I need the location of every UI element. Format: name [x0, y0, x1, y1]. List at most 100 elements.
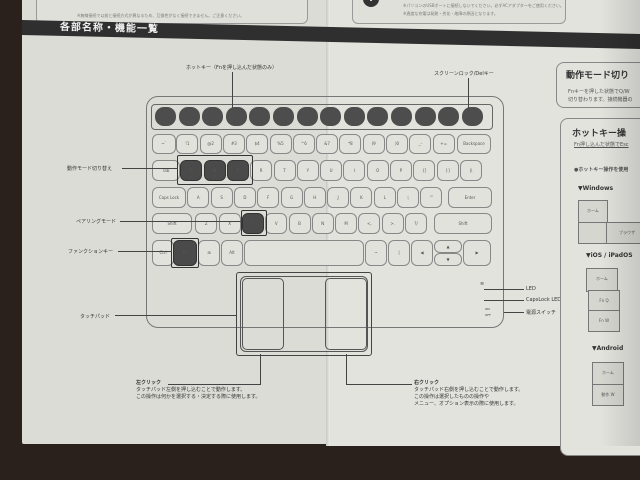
key: Y [296, 160, 319, 181]
hotkey [320, 107, 342, 126]
key: | [388, 240, 410, 266]
key: X [218, 213, 241, 234]
mode-switch-key: Q [180, 160, 203, 181]
power-off-label: OFF [485, 313, 491, 317]
left-click-title: 左クリック [136, 380, 162, 386]
key: K [350, 187, 373, 208]
desc-line: タッチパッド左側を押し込むことで動作します。 [136, 387, 246, 393]
touchpad-surface [240, 276, 368, 352]
hotkey-panel-bullet: ●ホットキー操作を使用 [574, 167, 629, 173]
top-notice-right: ! ※14を超えるACアダプターで充電しないでください。 ※パソコンのUSBポー… [352, 0, 566, 24]
key: N [311, 213, 334, 234]
key: )0 [386, 134, 408, 154]
mode-panel-text: 切り替わります。接続機器の [568, 97, 633, 103]
leader-line [346, 354, 347, 384]
key: "' [420, 187, 443, 208]
hotkey [438, 107, 460, 126]
leader-line [115, 315, 236, 316]
key: Enter [448, 187, 492, 208]
leader-line [122, 168, 178, 169]
mode-switch-frame [177, 155, 253, 185]
hotkey [155, 107, 176, 126]
hotkey-panel-title: ホットキー操 [572, 129, 627, 139]
key: _- [409, 134, 432, 154]
desc-line: この操作は何かを選択する・決定する際に使用します。 [136, 394, 261, 400]
callout-hotkey: ホットキー（Fnを押し込んだ状態のみ） [186, 65, 278, 71]
ios-cell: ホーム [586, 268, 618, 292]
key: B [288, 213, 311, 234]
left-click-desc: 左クリック タッチパッド左側を押し込むことで動作します。 この操作は何かを選択す… [136, 380, 261, 401]
key: U [320, 160, 343, 181]
callout-function-key: ファンクションキー [68, 249, 114, 255]
desc-line: メニュー、オプション表示の際に使用します。 [414, 401, 519, 407]
mode-switch-key: E [226, 160, 249, 181]
key: ◀ [411, 240, 433, 266]
leader-line [484, 300, 524, 301]
key: #3 [222, 134, 245, 154]
right-click-title: 右クリック [414, 380, 440, 386]
key: G [280, 187, 303, 208]
key: *8 [339, 134, 362, 154]
touchpad-right-click [325, 278, 367, 350]
leader-line [120, 221, 242, 222]
key: += [432, 134, 455, 154]
desc-line: タッチパッド右側を押し込むことで動作します。 [414, 387, 524, 393]
ios-cell: Fn W [588, 310, 620, 332]
pairing-key: C [241, 213, 264, 234]
key: @2 [199, 134, 222, 154]
callout-capslock-led: CapsLock LED [526, 297, 562, 303]
key: Alt [221, 240, 243, 266]
key: {[ [413, 160, 436, 181]
key: O [366, 160, 389, 181]
key: S [210, 187, 233, 208]
mode-panel [556, 62, 640, 108]
mode-panel-text: Fnキーを押した状態でQ/W [568, 89, 630, 95]
leader-line [118, 251, 172, 252]
key: ▶ [463, 240, 491, 266]
wifi-icon: ≋ [480, 281, 485, 287]
notice-line: ※14を超えるACアダプターで充電しないでください。 [403, 0, 500, 1]
hotkey [414, 107, 436, 126]
key: %5 [269, 134, 292, 154]
key: Tab [152, 160, 180, 181]
power-on-label: ON [485, 307, 490, 311]
hotkey [367, 107, 389, 126]
key: P [390, 160, 412, 181]
key: T [273, 160, 296, 181]
key: Z [195, 213, 218, 234]
key: Backspace [457, 134, 491, 154]
callout-mode-switch: 動作モード切り替え [67, 166, 113, 172]
leader-line [346, 384, 412, 385]
os-windows-heading: ▼Windows [578, 185, 614, 192]
windows-cell: ブラウザ [606, 222, 640, 244]
key: |\ [459, 160, 482, 181]
notice-line: ※パソコンのUSBポートに接続しないでください。必ずACアダプターをご使用くださ… [403, 3, 564, 8]
desc-line: この操作は選択したものの操作や [414, 394, 490, 400]
leader-line [468, 78, 469, 108]
right-click-desc: 右クリック タッチパッド右側を押し込むことで動作します。 この操作は選択したもの… [414, 380, 523, 408]
hotkey [391, 107, 412, 126]
key: V [265, 213, 288, 234]
windows-cell: ホーム [578, 200, 608, 224]
leader-line [168, 384, 261, 385]
key: !1 [176, 134, 199, 154]
key: ▲ [434, 240, 462, 253]
key: A [187, 187, 210, 208]
pairing-frame [241, 210, 267, 236]
mode-switch-key: W [203, 160, 226, 181]
windows-cell [578, 222, 608, 244]
windows-key: ⊞ [198, 240, 220, 266]
key: L [373, 187, 396, 208]
mode-panel-title: 動作モード切り [566, 71, 630, 81]
fn-key: Fn [173, 240, 197, 266]
key: F [257, 187, 280, 208]
os-android-heading: ▼Android [592, 345, 624, 352]
callout-touchpad: タッチパッド [80, 314, 111, 320]
hotkey [178, 107, 200, 126]
leader-line [504, 312, 524, 313]
key: >. [381, 213, 404, 234]
leader-line [260, 354, 261, 384]
key: J [327, 187, 350, 208]
leader-line [484, 289, 524, 290]
key: ~ [365, 240, 387, 266]
